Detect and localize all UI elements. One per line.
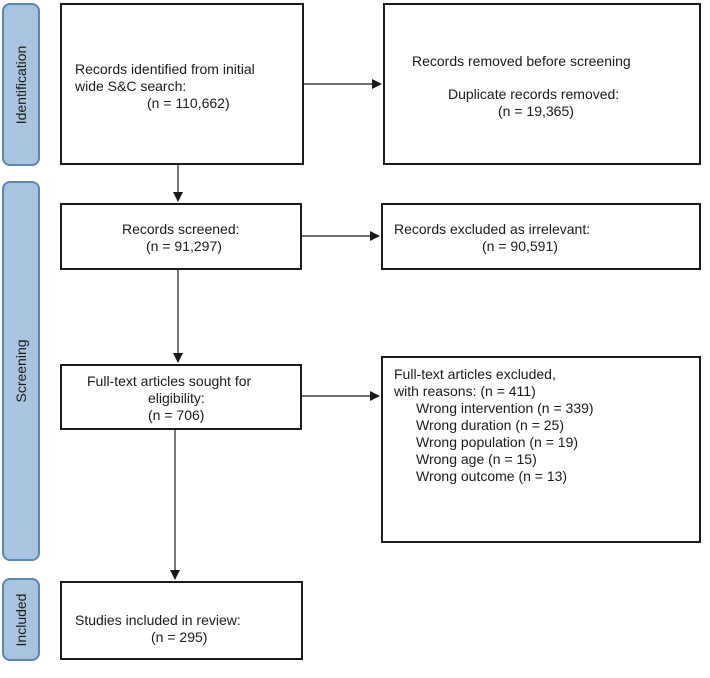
- studies-included-count: (n = 295): [151, 629, 208, 645]
- phase-included: Included: [2, 578, 40, 661]
- fulltext-sought-count: (n = 706): [148, 407, 205, 423]
- exclusion-reason: Wrong population (n = 19): [416, 434, 579, 450]
- records-screened-count: (n = 91,297): [146, 238, 222, 254]
- fulltext-excluded-line2: with reasons: (n = 411): [394, 383, 536, 399]
- phase-identification: Identification: [2, 3, 40, 166]
- box-records-identified: Records identified from initial wide S&C…: [60, 3, 304, 165]
- box-fulltext-excluded: Full-text articles excluded, with reason…: [381, 356, 701, 543]
- duplicate-records-label: Duplicate records removed:: [448, 86, 620, 102]
- records-identified-line2: wide S&C search:: [75, 78, 187, 94]
- box-records-screened: Records screened: (n = 91,297): [60, 203, 302, 270]
- box-records-removed: Records removed before screening Duplica…: [383, 3, 701, 165]
- fulltext-sought-line2: eligibility:: [148, 390, 205, 406]
- fulltext-sought-line1: Full-text articles sought for: [87, 373, 252, 389]
- exclusion-reason: Wrong outcome (n = 13): [416, 468, 568, 484]
- fulltext-excluded-line1: Full-text articles excluded,: [394, 366, 556, 382]
- exclusion-reason: Wrong duration (n = 25): [416, 417, 564, 433]
- records-identified-count: (n = 110,662): [147, 95, 230, 111]
- box-studies-included: Studies included in review: (n = 295): [60, 581, 303, 660]
- records-excluded-label: Records excluded as irrelevant:: [394, 221, 591, 237]
- phase-screening: Screening: [2, 181, 40, 561]
- records-removed-line1: Records removed before screening: [412, 53, 631, 69]
- exclusion-reason: Wrong age (n = 15): [416, 451, 537, 467]
- box-records-excluded: Records excluded as irrelevant: (n = 90,…: [381, 203, 701, 270]
- box-fulltext-sought: Full-text articles sought for eligibilit…: [60, 364, 302, 430]
- duplicate-records-count: (n = 19,365): [498, 103, 574, 119]
- records-excluded-count: (n = 90,591): [482, 238, 558, 254]
- records-screened-label: Records screened:: [122, 221, 240, 237]
- records-identified-line1: Records identified from initial: [75, 61, 255, 77]
- studies-included-label: Studies included in review:: [75, 612, 241, 628]
- exclusion-reason: Wrong intervention (n = 339): [416, 400, 594, 416]
